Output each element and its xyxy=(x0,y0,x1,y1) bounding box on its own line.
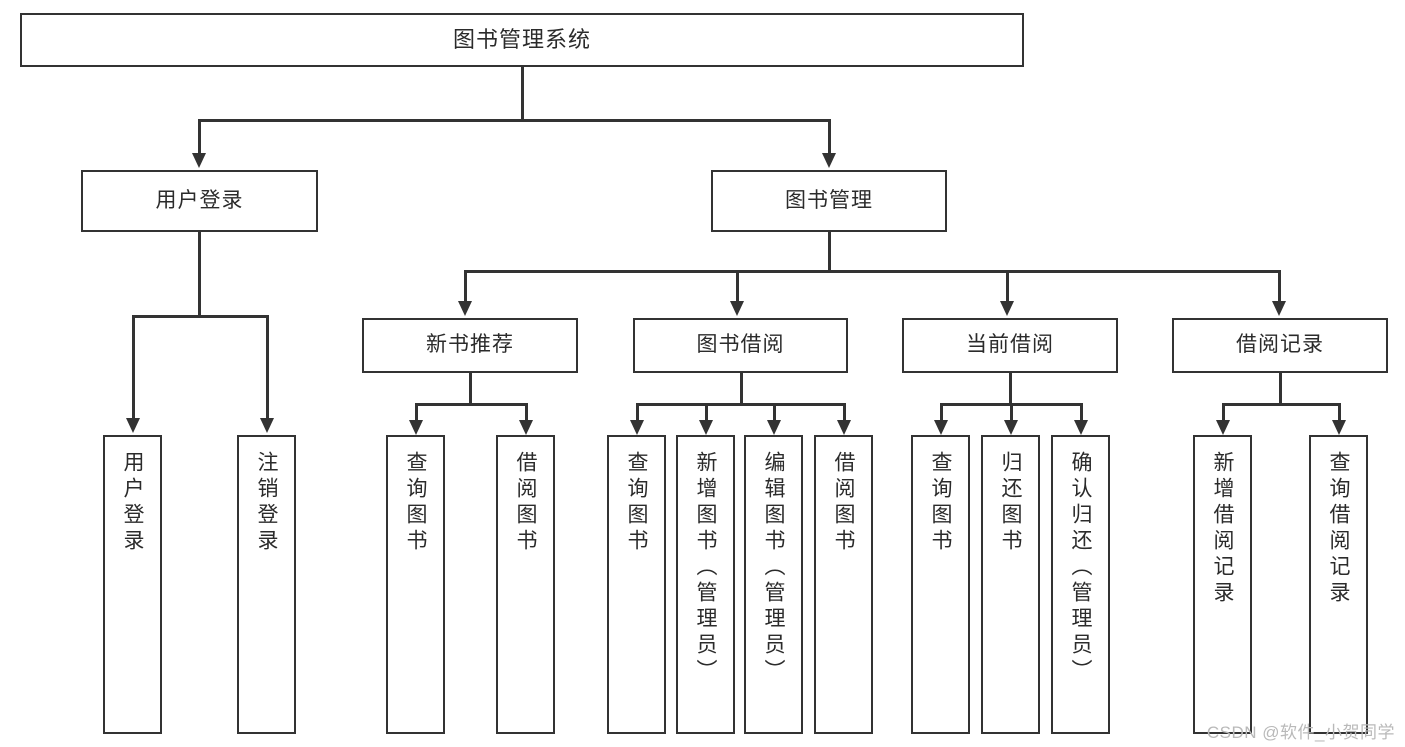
node-label: 借阅图书 xyxy=(832,451,855,555)
connector-book-borrow-to-leaf-2 xyxy=(705,403,708,423)
leaf-new-book-query-book[interactable]: 查询图书 xyxy=(386,435,445,734)
connector-new-book-to-leaf-2 xyxy=(525,403,528,423)
leaf-current-borrow-query-book[interactable]: 查询图书 xyxy=(911,435,970,734)
arrowhead-book-borrow-leaf-4 xyxy=(837,420,851,435)
node-label: 用户登录 xyxy=(121,451,144,555)
arrowhead-root-to-user-login xyxy=(192,153,206,168)
connector-current-borrow-stem xyxy=(1009,373,1012,405)
node-label: 新增借阅记录 xyxy=(1211,451,1234,607)
node-label: 查询借阅记录 xyxy=(1327,451,1350,607)
node-label: 查询图书 xyxy=(625,451,648,555)
node-root-system[interactable]: 图书管理系统 xyxy=(20,13,1024,67)
connector-book-mgmt-to-borrow xyxy=(736,270,739,303)
arrowhead-borrow-record-leaf-1 xyxy=(1216,420,1230,435)
connector-borrow-record-bus xyxy=(1222,403,1338,406)
node-label: 借阅图书 xyxy=(514,451,537,555)
node-label: 当前借阅 xyxy=(966,333,1054,357)
node-book-management[interactable]: 图书管理 xyxy=(711,170,947,232)
node-label: 新增图书（管理员） xyxy=(694,451,717,685)
node-label: 归还图书 xyxy=(999,451,1022,555)
leaf-book-borrow-borrow-book[interactable]: 借阅图书 xyxy=(814,435,873,734)
leaf-current-borrow-confirm-return-admin[interactable]: 确认归还（管理员） xyxy=(1051,435,1110,734)
connector-user-login-to-leaf-2 xyxy=(266,315,269,420)
connector-new-book-bus xyxy=(415,403,525,406)
connector-new-book-stem xyxy=(469,373,472,405)
node-user-login[interactable]: 用户登录 xyxy=(81,170,318,232)
node-label: 图书管理 xyxy=(785,188,873,212)
connector-root-to-user-login xyxy=(198,119,201,155)
arrowhead-book-borrow-leaf-1 xyxy=(630,420,644,435)
connector-book-borrow-stem xyxy=(740,373,743,405)
connector-root-stem xyxy=(521,67,524,121)
arrowhead-book-borrow-leaf-3 xyxy=(767,420,781,435)
node-new-book-recommend[interactable]: 新书推荐 xyxy=(362,318,578,373)
leaf-borrow-record-add-record[interactable]: 新增借阅记录 xyxy=(1193,435,1252,734)
arrowhead-book-mgmt-record xyxy=(1272,301,1286,316)
arrowhead-borrow-record-leaf-2 xyxy=(1332,420,1346,435)
arrowhead-book-mgmt-borrow xyxy=(730,301,744,316)
connector-current-borrow-to-leaf-3 xyxy=(1080,403,1083,423)
csdn-watermark: CSDN @软件_小贺同学 xyxy=(1206,723,1395,742)
node-label: 新书推荐 xyxy=(426,333,514,357)
leaf-user-login-logout[interactable]: 注销登录 xyxy=(237,435,296,734)
node-label: 查询图书 xyxy=(929,451,952,555)
connector-book-borrow-bus xyxy=(636,403,846,406)
arrowhead-new-book-leaf-1 xyxy=(409,420,423,435)
node-label: 编辑图书（管理员） xyxy=(762,451,785,685)
arrowhead-root-to-book-mgmt xyxy=(822,153,836,168)
node-label: 确认归还（管理员） xyxy=(1069,451,1092,685)
connector-borrow-record-stem xyxy=(1279,373,1282,405)
connector-book-mgmt-to-new-book xyxy=(464,270,467,303)
arrowhead-user-login-leaf-2 xyxy=(260,418,274,433)
leaf-new-book-borrow-book[interactable]: 借阅图书 xyxy=(496,435,555,734)
arrowhead-new-book-leaf-2 xyxy=(519,420,533,435)
leaf-current-borrow-return-book[interactable]: 归还图书 xyxy=(981,435,1040,734)
connector-borrow-record-to-leaf-1 xyxy=(1222,403,1225,423)
connector-user-login-to-leaf-1 xyxy=(132,315,135,420)
connector-current-borrow-to-leaf-2 xyxy=(1010,403,1013,423)
connector-borrow-record-to-leaf-2 xyxy=(1338,403,1341,423)
arrowhead-current-borrow-leaf-1 xyxy=(934,420,948,435)
connector-book-mgmt-to-record xyxy=(1278,270,1281,303)
node-label: 图书借阅 xyxy=(696,333,785,357)
node-current-borrow[interactable]: 当前借阅 xyxy=(902,318,1118,373)
node-label: 注销登录 xyxy=(255,451,278,555)
connector-book-borrow-to-leaf-3 xyxy=(773,403,776,423)
node-label: 图书管理系统 xyxy=(452,27,591,53)
node-borrow-record[interactable]: 借阅记录 xyxy=(1172,318,1388,373)
arrowhead-book-borrow-leaf-2 xyxy=(699,420,713,435)
connector-book-borrow-to-leaf-4 xyxy=(843,403,846,423)
connector-current-borrow-to-leaf-1 xyxy=(940,403,943,423)
connector-user-login-stem xyxy=(198,232,201,317)
arrowhead-user-login-leaf-1 xyxy=(126,418,140,433)
node-book-borrow[interactable]: 图书借阅 xyxy=(633,318,848,373)
leaf-book-borrow-query-book[interactable]: 查询图书 xyxy=(607,435,666,734)
connector-book-mgmt-to-current xyxy=(1006,270,1009,303)
node-label: 查询图书 xyxy=(404,451,427,555)
leaf-book-borrow-edit-book-admin[interactable]: 编辑图书（管理员） xyxy=(744,435,803,734)
connector-book-borrow-to-leaf-1 xyxy=(636,403,639,423)
connector-book-mgmt-bus xyxy=(464,270,1280,273)
connector-root-bus xyxy=(198,119,829,122)
connector-user-login-bus xyxy=(132,315,266,318)
leaf-borrow-record-query-record[interactable]: 查询借阅记录 xyxy=(1309,435,1368,734)
connector-new-book-to-leaf-1 xyxy=(415,403,418,423)
arrowhead-current-borrow-leaf-2 xyxy=(1004,420,1018,435)
leaf-user-login-login[interactable]: 用户登录 xyxy=(103,435,162,734)
connector-root-to-book-mgmt xyxy=(828,119,831,155)
arrowhead-current-borrow-leaf-3 xyxy=(1074,420,1088,435)
leaf-book-borrow-add-book-admin[interactable]: 新增图书（管理员） xyxy=(676,435,735,734)
arrowhead-book-mgmt-new-book xyxy=(458,301,472,316)
connector-book-mgmt-stem xyxy=(828,232,831,272)
node-label: 借阅记录 xyxy=(1236,333,1324,357)
arrowhead-book-mgmt-current xyxy=(1000,301,1014,316)
node-label: 用户登录 xyxy=(155,188,244,212)
